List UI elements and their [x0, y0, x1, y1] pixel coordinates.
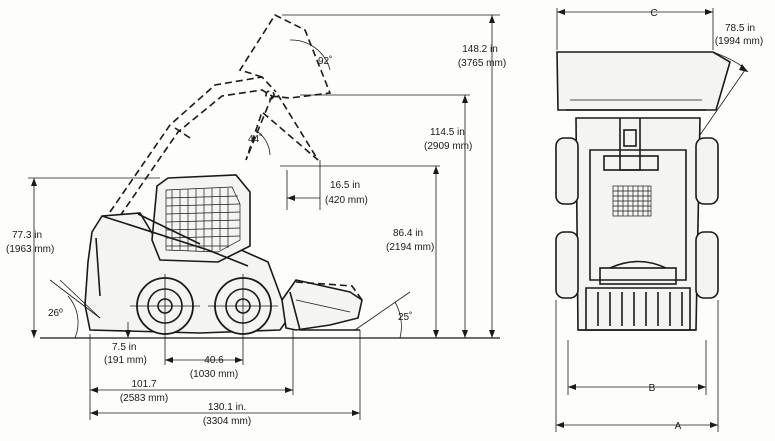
reach-dimension — [286, 160, 321, 210]
dim-b-label: B — [649, 383, 656, 394]
swing-in: 78.5 in — [725, 23, 755, 34]
front-cab-screen — [612, 185, 652, 217]
length-no-bucket-mm: (2583 mm) — [120, 393, 168, 404]
ground-clearance-mm: (191 mm) — [104, 355, 147, 366]
overall-height-in: 77.3 in — [12, 230, 42, 241]
dump-height-mm: (2909 mm) — [424, 141, 472, 152]
side-view: 148.2 in (3765 mm) 114.5 in (2909 mm) 16… — [6, 13, 506, 427]
bucket-rollback-marker — [354, 291, 411, 339]
wheels — [130, 274, 278, 365]
raised-lift-arm — [109, 13, 332, 217]
ground-clearance-in: 7.5 in — [112, 342, 136, 353]
dim-a-label: A — [675, 421, 682, 432]
dump-angle-arc — [254, 129, 271, 156]
clearance-mm: (2194 mm) — [386, 242, 434, 253]
hinge-height-mm: (3765 mm) — [458, 58, 506, 69]
length-with-bucket-in: 130.1 in. — [208, 402, 246, 413]
wheelbase-mm: (1030 mm) — [190, 369, 238, 380]
length-no-bucket-in: 101.7 — [131, 379, 156, 390]
side-view-labels: 148.2 in (3765 mm) 114.5 in (2909 mm) 16… — [6, 44, 506, 427]
length-with-bucket-mm: (3304 mm) — [203, 416, 251, 427]
departure-angle-label: 26º — [48, 308, 63, 319]
dump-angle-label: 44˚ — [248, 133, 262, 145]
wheelbase-in: 40.6 — [204, 355, 224, 366]
horizontal-dimension-lines — [89, 322, 361, 420]
reach-in: 16.5 in — [330, 180, 360, 191]
hinge-height-in: 148.2 in — [462, 44, 498, 55]
cab-screen — [165, 188, 241, 251]
overall-height-mm: (1963 mm) — [6, 244, 54, 255]
vertical-dimension-lines — [28, 14, 500, 338]
swing-mm: (1994 mm) — [715, 36, 763, 47]
front-view-labels: C B A 78.5 in (1994 mm) — [649, 8, 764, 432]
bucket-angle-label: 25˚ — [398, 311, 412, 323]
front-view: C B A 78.5 in (1994 mm) — [555, 8, 764, 432]
reach-mm: (420 mm) — [325, 195, 368, 206]
dump-height-in: 114.5 in — [430, 127, 465, 138]
clearance-in: 86.4 in — [393, 228, 423, 239]
dim-c-label: C — [650, 8, 657, 19]
rollback-arc — [289, 39, 331, 71]
front-wheels — [555, 137, 719, 299]
lowered-bucket — [281, 279, 363, 331]
rollback-angle-label: 92˚ — [318, 55, 332, 67]
departure-angle-marker — [45, 279, 101, 339]
